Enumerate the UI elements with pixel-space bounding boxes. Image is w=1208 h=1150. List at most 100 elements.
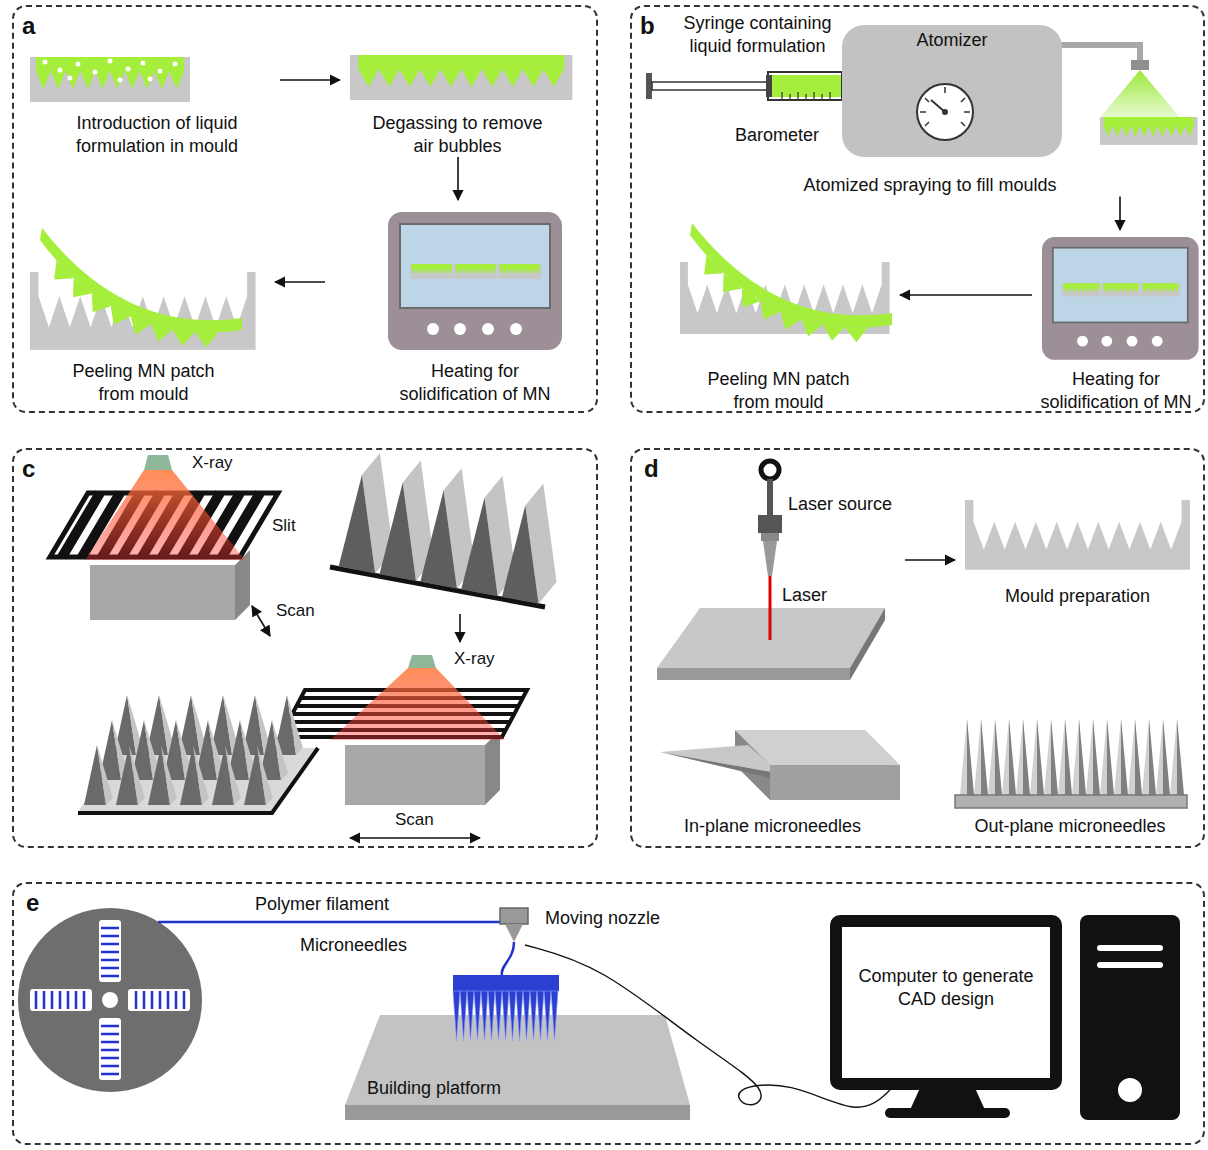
xray-block [235,550,250,620]
xray-beam [330,668,505,740]
printed-microneedles [481,991,488,1041]
printed-microneedles [551,991,558,1041]
workpiece-plate [850,608,885,680]
building-platform [345,1015,690,1120]
out-plane-microneedles [1100,718,1114,795]
process-step: Atomized spraying to fill moulds [700,172,1160,197]
mould-with-liquid [126,67,131,72]
step-caption: In-plane microneedles [650,815,895,838]
laser-source [761,533,779,541]
out-plane-microneedles [1142,718,1156,795]
process-arrow [1119,197,1121,231]
out-plane-microneedles [1016,718,1030,795]
out-plane-microneedles [1072,718,1086,795]
print-nozzle [500,908,528,975]
part-label: Polymer filament [255,893,389,916]
mould-with-liquid [148,77,153,82]
out-plane-microneedles [988,718,1002,795]
filament-spool [102,992,118,1008]
step-arrow [459,614,461,642]
print-nozzle [500,908,528,924]
scan-arrow [350,837,480,839]
pyramid-array [180,745,209,805]
part-label: Microneedles [300,934,407,957]
step-caption: Introduction of liquid formulation in mo… [57,112,257,157]
out-plane-microneedles [1114,718,1128,795]
pyramid-array [212,745,241,805]
oven [1042,237,1199,360]
process-arrow [905,559,955,561]
print-nozzle [505,924,523,942]
xray-block [345,730,500,805]
xray-block [90,565,235,620]
filament-spool [18,908,202,1092]
spray-nozzle [1131,60,1149,70]
part-label: Slit [272,515,296,536]
step-caption: Mould preparation [955,585,1200,608]
xray-beam [408,655,436,668]
printed-microneedles [467,991,474,1041]
laser-source [763,541,777,576]
pyramid-array [78,695,318,813]
syringe [646,73,652,99]
atomizer-box: Atomizer [842,25,1062,157]
out-plane-microneedles [1030,718,1044,795]
print-nozzle [502,942,514,975]
printed-microneedles [453,975,559,1041]
process-arrow [900,294,1032,296]
oven [388,212,562,350]
process-step: In-plane microneedles [650,720,895,838]
in-plane-microneedle [770,765,900,800]
computer [910,1088,985,1110]
panel: eMoving nozzleBuilding platformComputer … [12,882,1205,1145]
wedge-array [330,453,557,607]
spray-nozzle [1100,117,1198,145]
xray-beam [85,470,245,560]
step-caption: Atomized spraying to fill moulds [700,174,1160,197]
printed-microneedles [537,991,544,1041]
xray-block [485,730,500,805]
syringe [766,75,772,97]
printed-microneedles [516,991,523,1041]
mould [965,500,1190,570]
pyramid-array [244,745,273,805]
out-plane-microneedles [974,718,988,795]
wedge-array [380,483,417,581]
xray-block [90,550,250,620]
panel-letter: a [22,11,596,41]
mould-with-liquid [68,76,73,81]
printed-microneedles [502,991,509,1041]
printed-microneedles [509,991,516,1041]
filament-spool [128,989,190,1011]
oven [388,212,562,350]
platform-part: Building platform [345,1015,690,1100]
out-plane-microneedles [1044,718,1058,795]
printed-microneedles [544,991,551,1041]
spray-nozzle [1055,45,1198,145]
xray-beam [144,455,172,470]
process-step: Introduction of liquid formulation in mo… [35,50,280,157]
syringe [646,72,842,100]
panel: aIntroduction of liquid formulation in m… [12,5,598,413]
out-plane-microneedles [1170,718,1184,795]
syringe [652,82,768,90]
pyramid-array [78,748,318,813]
in-plane-microneedle [660,745,770,772]
part-label: Laser [782,584,842,607]
syringe [768,72,842,100]
wedge-array [502,505,539,603]
computer [885,1108,1010,1118]
mould-with-liquid [58,68,63,73]
in-plane-microneedle [660,752,770,778]
printed-microneedles [523,991,530,1041]
mould-with-liquid [108,59,113,64]
part-label: Barometer [735,124,819,147]
out-plane-microneedles [1058,718,1072,795]
step-caption: Peeling MN patch from mould [696,368,861,413]
laser-source [767,479,773,515]
filament-spool [30,989,92,1011]
printed-microneedles [453,991,460,1041]
out-plane-microneedles [955,718,1187,808]
laser-beam [769,576,772,640]
wedge-array [339,475,376,573]
